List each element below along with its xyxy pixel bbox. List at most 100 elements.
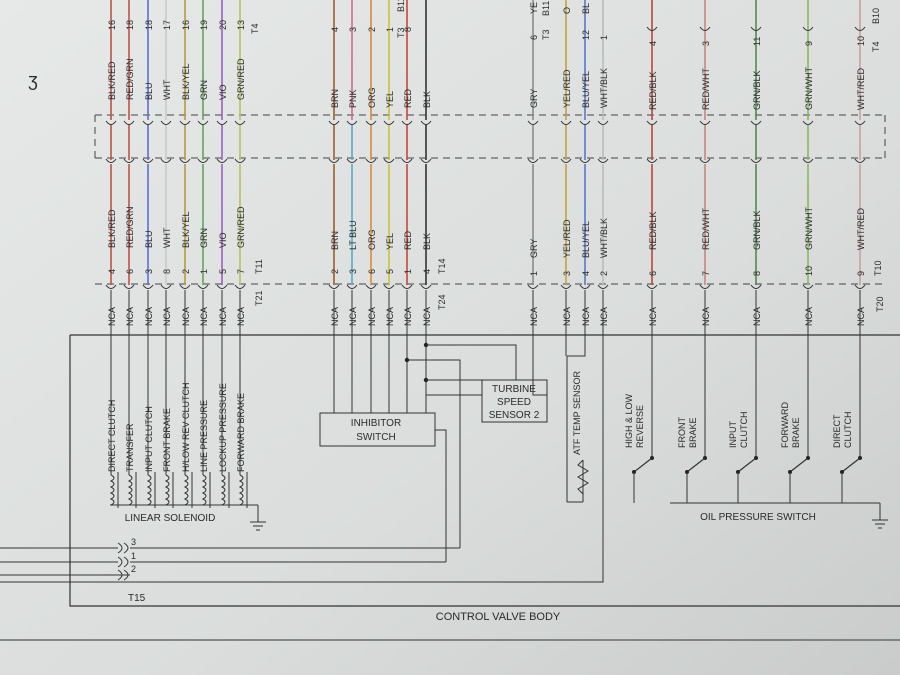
g3-wire-label-top-2: BLU/YEL: [581, 71, 591, 108]
t15-pin-2: 2: [131, 564, 136, 574]
g1-top-pin-2: 18: [144, 20, 154, 30]
g3-nca-2: NCA: [581, 307, 591, 326]
connector-t3: T3: [396, 27, 406, 38]
g4-jack-c-3: [802, 284, 814, 289]
g4-wire-label-top-2: GRN/BLK: [752, 70, 762, 110]
turbine-sensor-box: [481, 379, 548, 423]
oil-switch-blade-2: [737, 457, 757, 473]
solenoid-coils: [109, 472, 248, 508]
g1-jack-b-1: [123, 158, 135, 163]
solenoid-label-3: FRONT BRAKE: [162, 408, 172, 472]
g2-wire-label-bot-1: LT BLU: [348, 220, 358, 250]
g4-bot-pin-1: 7: [701, 271, 711, 276]
g3-jack-a-0: [527, 120, 539, 125]
g2-wire-label-top-0: BRN: [330, 89, 340, 108]
g3-jack-b-0: [527, 158, 539, 163]
connector-t11: T11: [254, 259, 264, 274]
solenoid-coil-7: [238, 474, 244, 506]
solenoid-coil-0: [109, 474, 115, 506]
g4-jack-top-3: [802, 26, 814, 31]
g1-jack-b-6: [216, 158, 228, 163]
g4-jack-top-0: [646, 26, 658, 31]
g1-top-pin-5: 19: [199, 20, 209, 30]
g1-top-pin-7: 13: [236, 20, 246, 30]
g3-jack-c-3: [597, 284, 609, 289]
g1-jack-a-4: [179, 120, 191, 125]
g1-jack-a-6: [216, 120, 228, 125]
oil-switch-blade-0: [633, 457, 653, 473]
g4-wire-label-top-4: WHT/RED: [856, 68, 866, 110]
g2-jack-a-4: [401, 120, 413, 125]
g4-wire-label-top-3: GRN/WHT: [804, 67, 814, 110]
g2-nca-1: NCA: [348, 307, 358, 326]
g2-jack-c-0: [328, 284, 340, 289]
g1-jack-a-3: [160, 120, 172, 125]
g1-wire-label-bot-4: BLK/YEL: [181, 211, 191, 248]
g2-wire-label-top-4: RED: [403, 88, 413, 108]
g1-wire-label-bot-2: BLU: [144, 230, 154, 248]
g4-bot-pin-3: 10: [804, 266, 814, 276]
oil-switch-label-3-1: BRAKE: [791, 417, 801, 448]
solenoid-label-6: LOCKUP PRESSURE: [218, 383, 228, 472]
g1-wire-label-bot-3: WHT: [162, 227, 172, 248]
t15-label: T15: [128, 593, 146, 604]
g3-top-label-2: BL: [581, 3, 591, 14]
g1-top-pin-1: 18: [125, 20, 135, 30]
g2-top-pin-2: 2: [367, 27, 377, 32]
turbine-sensor-label-3: SENSOR 2: [489, 410, 540, 421]
g4-top-pin-0: 4: [648, 41, 658, 46]
g1-nca-1: NCA: [125, 307, 135, 326]
g2-wire-label-top-5: BLK: [422, 91, 432, 108]
g1-jack-a-5: [197, 120, 209, 125]
solenoid-coil-6: [220, 474, 226, 506]
g4-bot-pin-4: 9: [856, 271, 866, 276]
atf-temp-sensor-label: ATF TEMP SENSOR: [572, 370, 582, 455]
g2-bot-pin-2: 6: [367, 269, 377, 274]
g1-wire-label-bot-7: GRN/RED: [236, 206, 246, 248]
g2-jack-b-0: [328, 158, 340, 163]
t15-jack-a-1: [117, 556, 123, 568]
g1-jack-c-2: [142, 284, 154, 289]
inhibitor-out-1: [407, 359, 461, 548]
g1-wire-label-top-3: WHT: [162, 79, 172, 100]
g1-jack-a-7: [234, 120, 246, 125]
g1-nca-6: NCA: [218, 307, 228, 326]
g4-jack-top-4: [854, 26, 866, 31]
g2-bot-pin-1: 3: [348, 269, 358, 274]
g4-jack-b-4: [854, 158, 866, 163]
g2-jack-a-1: [346, 120, 358, 125]
g2-wire-label-top-2: ORG: [367, 87, 377, 108]
g4-jack-a-0: [646, 120, 658, 125]
g1-bot-pin-5: 1: [199, 269, 209, 274]
corner-mark: ʒ: [28, 70, 38, 90]
g2-jack-c-4: [401, 284, 413, 289]
g1-wire-label-top-5: GRN: [199, 80, 209, 100]
g2-bot-pin-4: 1: [403, 269, 413, 274]
solenoid-coil-5: [201, 474, 207, 506]
g3-top-label-1: O: [562, 7, 572, 14]
g2-nca-2: NCA: [367, 307, 377, 326]
g1-wire-label-top-2: BLU: [144, 82, 154, 100]
oil-switch-blade-4: [841, 457, 861, 473]
g1-jack-c-4: [179, 284, 191, 289]
connector-t14: T14: [437, 258, 447, 274]
g4-jack-c-0: [646, 284, 658, 289]
g4-wire-label-bot-0: RED/BLK: [648, 211, 658, 250]
g1-bot-pin-0: 4: [107, 269, 117, 274]
g1-jack-c-0: [105, 284, 117, 289]
g3-wire-label-bot-2: BLU/YEL: [581, 221, 591, 258]
g4-jack-c-4: [854, 284, 866, 289]
linear-solenoid-label: LINEAR SOLENOID: [125, 513, 216, 524]
solenoid-label-5: LINE PRESSURE: [199, 400, 209, 472]
g3-bot-pin-0: 1: [529, 271, 539, 276]
g1-nca-5: NCA: [199, 307, 209, 326]
turbine-lead-a: [426, 344, 517, 380]
g1-bot-pin-7: 7: [236, 269, 246, 274]
g1-wire-label-top-0: BLK/RED: [107, 61, 117, 100]
g2-jack-a-5: [420, 120, 432, 125]
connector-t10: T10: [873, 260, 883, 276]
g3-jack-c-2: [579, 284, 591, 289]
atf-lead-b: [567, 290, 586, 357]
g2-bot-pin-3: 5: [385, 269, 395, 274]
g1-jack-a-2: [142, 120, 154, 125]
